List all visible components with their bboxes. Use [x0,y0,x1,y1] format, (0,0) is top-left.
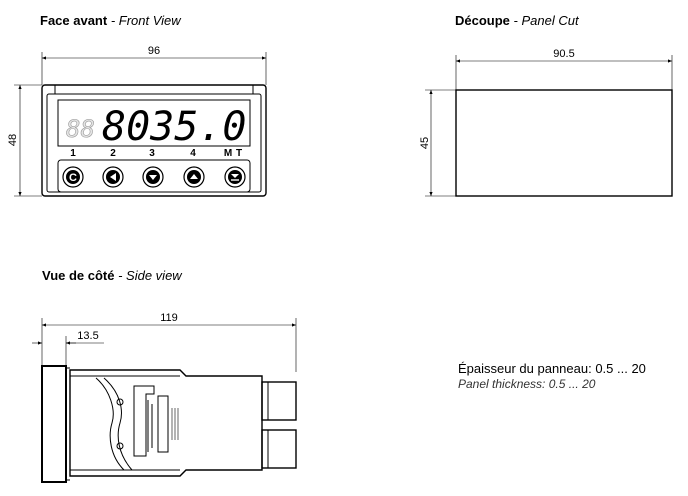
front-height-dimension-label: 48 [7,134,19,146]
side-bezel-dimension-label: 13.5 [77,330,98,342]
enter-button[interactable] [224,166,246,188]
panel-cut-view: Découpe - Panel Cut 90.5 45 [419,13,673,197]
key-label-3: 3 [149,148,155,159]
key-label-t: T [236,148,242,159]
front-view-title-fr: Face avant [40,13,108,28]
panel-cut-title-en: Panel Cut [521,13,579,28]
key-label-1: 1 [70,148,76,159]
panel-thickness-fr: Épaisseur du panneau: 0.5 ... 20 [458,361,646,376]
arrow-down-icon [149,175,157,180]
arrow-up-icon [190,174,198,179]
up-button[interactable] [183,166,205,188]
arrow-left-icon [110,173,116,181]
mounting-clip-inner [103,377,133,471]
front-view-title-sep: - [107,13,119,28]
front-housing [41,84,267,197]
key-label-4: 4 [190,148,196,159]
latch-window [157,395,169,453]
clear-button-face [66,170,80,184]
front-view-title-en: Front View [119,13,183,28]
display-digits: 8035.0 [102,104,247,150]
cut-width-dimension-label: 90.5 [553,48,574,60]
panel-cut-outline [455,89,673,197]
key-labels: 1 2 3 4 M T [70,148,242,159]
mounting-clip-outer [95,377,125,471]
clear-icon: C [69,172,77,184]
connector-top [261,381,297,421]
side-length-dimension-label: 119 [160,312,178,324]
enter-arrow-icon [231,174,239,178]
key-label-2: 2 [110,148,116,159]
display-window [57,99,251,147]
clear-button[interactable]: C [62,166,84,188]
front-width-dimension-label: 96 [148,45,160,57]
connector-bottom [261,429,297,469]
side-view-title-fr: Vue de côté [42,268,114,283]
cut-height-dimension-label: 45 [419,137,431,149]
down-button[interactable] [142,166,164,188]
svg-text:Vue de côté - Side view: Vue de côté - Side view [42,268,183,283]
front-view: Face avant - Front View 96 48 88 8035.0 … [7,13,267,197]
svg-text:Découpe - Panel Cut: Découpe - Panel Cut [455,13,580,28]
svg-text:Face avant - Front View: Face avant - Front View [40,13,182,28]
side-view: Vue de côté - Side view 119 13.5 [32,268,297,483]
panel-thickness-en: Panel thickness: 0.5 ... 20 [458,377,596,391]
left-button[interactable] [102,166,124,188]
side-view-title-en: Side view [126,268,183,283]
clip-hole-top [116,398,124,406]
latch-frame [133,385,155,457]
keypad-frame [57,159,251,193]
side-view-title-sep: - [114,268,126,283]
ghost-digits: 88 [66,115,95,143]
clip-hole-bottom [116,442,124,450]
key-label-m: M [224,148,232,159]
side-housing-body [69,369,263,477]
panel-thickness-note: Épaisseur du panneau: 0.5 ... 20 Panel t… [458,361,646,391]
side-bezel-block [41,365,67,483]
panel-cut-title-fr: Découpe [455,13,510,28]
panel-cut-title-sep: - [510,13,522,28]
